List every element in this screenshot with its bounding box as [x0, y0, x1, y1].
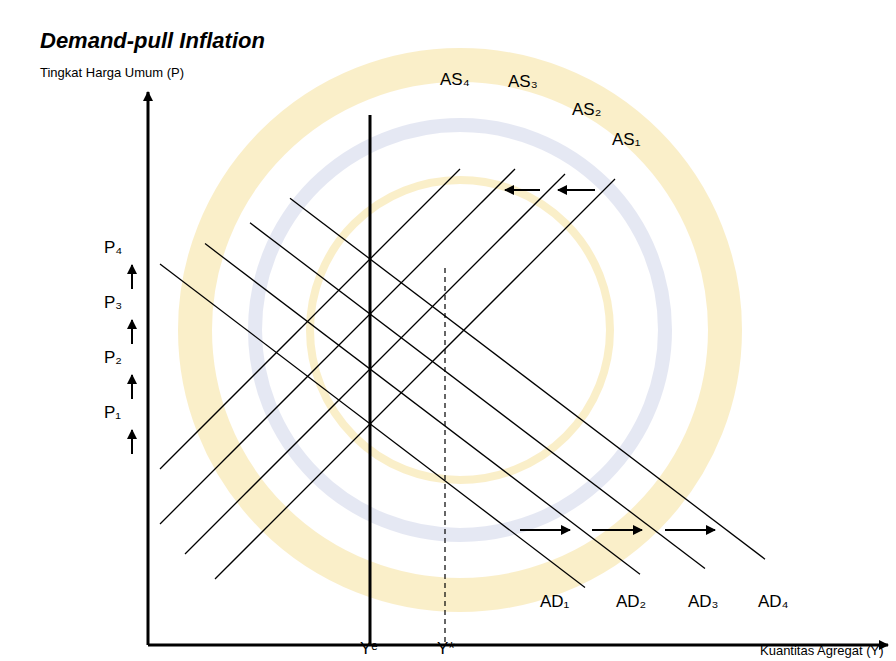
curve-label: AD₂: [616, 592, 646, 612]
price-label: P₁: [104, 403, 121, 423]
curve-label: AD₃: [688, 592, 719, 612]
watermark: [195, 65, 725, 595]
axis-label: Kuantitas Agregat (Y): [760, 644, 884, 659]
curve-label: AD₄: [758, 592, 789, 612]
output-label: Y*: [437, 639, 455, 659]
curve-label: AD₁: [540, 592, 569, 612]
output-dashed-line: [444, 268, 445, 645]
ad-curves: [160, 198, 765, 587]
curve-label: AS₄: [440, 70, 470, 90]
price-rise-arrows: [131, 265, 133, 454]
curve-label: AS₂: [572, 100, 601, 120]
curve-label: AS₃: [508, 72, 538, 92]
curve-label: AS₁: [612, 130, 640, 150]
price-label: P₃: [104, 293, 122, 313]
price-label: P₄: [104, 238, 122, 258]
shift-arrows: [505, 190, 715, 530]
price-label: P₂: [104, 348, 122, 368]
price-axis: [147, 92, 150, 645]
axis-label: Tingkat Harga Umum (P): [40, 66, 184, 81]
as-curves: [160, 169, 615, 579]
output-label: Yᵉ: [360, 639, 378, 659]
chart-title: Demand-pull Inflation: [40, 28, 265, 53]
full-employment-line: [369, 115, 372, 645]
